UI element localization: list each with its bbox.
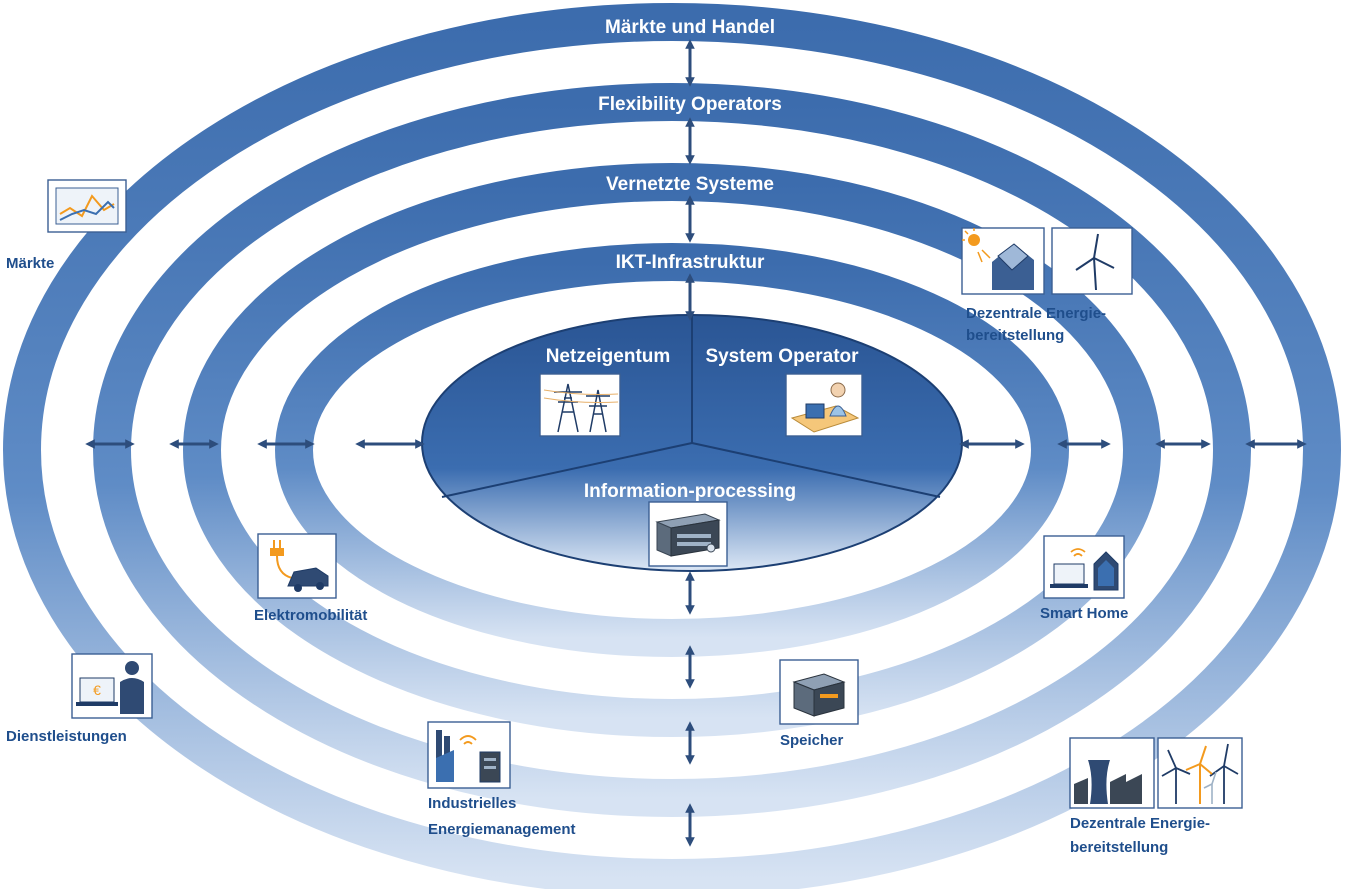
power-tower-icon — [539, 373, 621, 437]
label-decentral-top-2: bereitstellung — [966, 327, 1064, 344]
label-storage: Speicher — [780, 732, 844, 749]
services-icon: € — [71, 653, 153, 719]
ring-ict — [275, 243, 1069, 657]
core-label-grid-ownership: Netzeigentum — [546, 346, 671, 367]
label-industrial-2: Energiemanagement — [428, 821, 576, 838]
core-label-information-processing: Information-processing — [584, 481, 796, 502]
rings — [3, 3, 1341, 889]
label-decentral-top-1: Dezentrale Energie- — [966, 305, 1106, 322]
ring-label-networked: Vernetzte Systeme — [606, 174, 774, 195]
ring-label-flexibility: Flexibility Operators — [598, 94, 782, 115]
label-decentral-bottom-1: Dezentrale Energie- — [1070, 815, 1210, 832]
ring-flexibility — [93, 83, 1251, 817]
ring-markets — [3, 3, 1341, 889]
ring-label-ict: IKT-Infrastruktur — [616, 252, 765, 273]
label-e-mobility: Elektromobilität — [254, 607, 367, 624]
label-smart-home: Smart Home — [1040, 605, 1128, 622]
label-services: Dienstleistungen — [6, 728, 127, 745]
market-chart-icon — [47, 179, 127, 233]
ring-label-markets: Märkte und Handel — [605, 17, 775, 38]
server-icon — [648, 501, 728, 567]
label-decentral-bottom-2: bereitstellung — [1070, 839, 1168, 856]
label-markets: Märkte — [6, 255, 54, 272]
power-plant-icon — [1069, 737, 1155, 809]
wind-turbine-icon — [1051, 227, 1133, 295]
storage-icon — [779, 659, 859, 725]
core-divider-right — [691, 442, 941, 498]
core-label-system-operator: System Operator — [705, 346, 859, 367]
industrial-icon — [427, 721, 511, 789]
svg-text:€: € — [93, 682, 101, 698]
solar-house-icon — [961, 227, 1045, 295]
core-divider-left — [441, 442, 693, 498]
label-industrial-1: Industrielles — [428, 795, 516, 812]
ring-networked — [183, 163, 1161, 737]
wind-farm-icon — [1157, 737, 1243, 809]
operator-icon — [785, 373, 863, 437]
smart-home-icon — [1043, 535, 1125, 599]
electric-car-icon — [257, 533, 337, 599]
